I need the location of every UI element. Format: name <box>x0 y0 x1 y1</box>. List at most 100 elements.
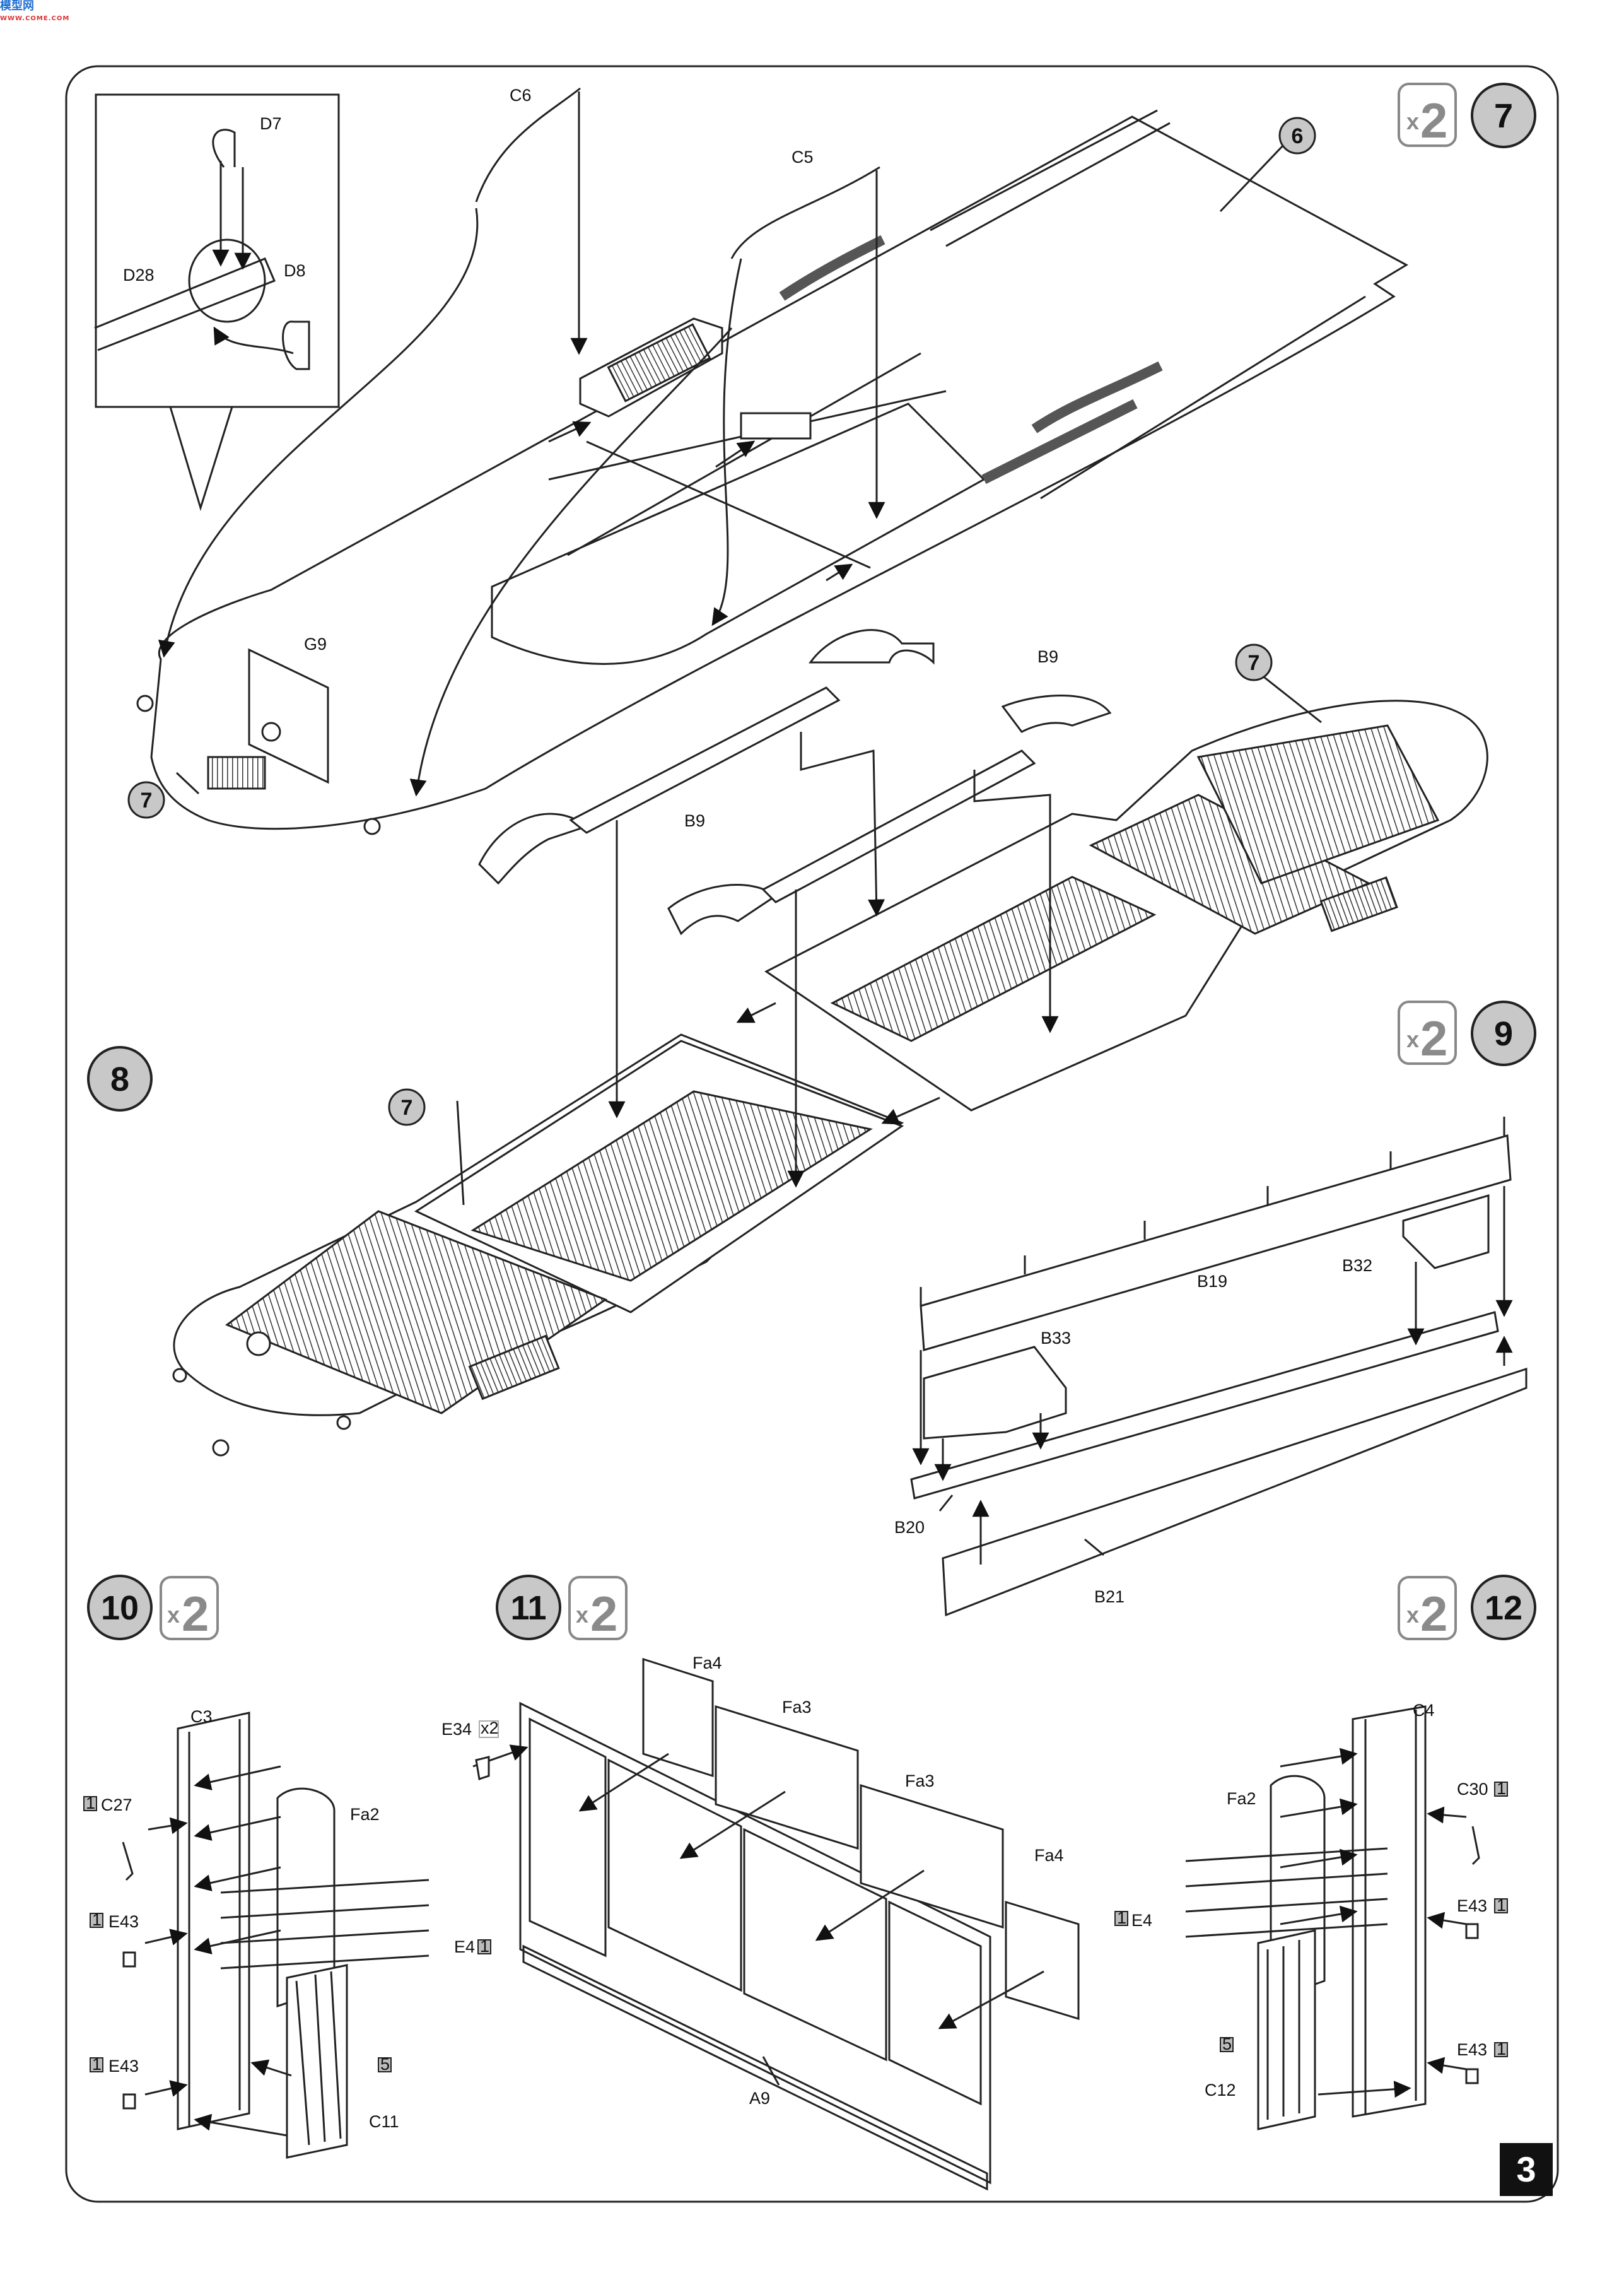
publisher-logo: 模型网 WWW.COME.COM <box>0 0 70 25</box>
sprue-num-E34: x2 <box>481 1718 499 1737</box>
step-7 <box>94 87 1409 835</box>
multiplier-x-10: x <box>167 1602 180 1628</box>
multiplier-value-12: 2 <box>1420 1586 1447 1642</box>
label-Fa3b: Fa3 <box>905 1771 935 1790</box>
sprue-num-E4b: 1 <box>1117 1908 1126 1927</box>
label-Fa2b: Fa2 <box>1227 1789 1256 1808</box>
sprue-num-5a: 5 <box>380 2055 390 2074</box>
multiplier-x-9: x <box>1406 1026 1419 1052</box>
multiplier-value-10: 2 <box>182 1586 209 1642</box>
detail-inset <box>95 93 340 408</box>
label-B33: B33 <box>1041 1329 1071 1348</box>
part-E43d <box>1465 2068 1479 2084</box>
crossbeam-assembly <box>491 402 986 665</box>
label-B32: B32 <box>1342 1256 1372 1275</box>
step-8-9 <box>172 629 1488 1457</box>
part-Fa4b <box>1005 1900 1080 2021</box>
step-circle-12 <box>1471 1575 1536 1640</box>
sprue-num-C27: 1 <box>86 1794 95 1812</box>
ref-circle-7c <box>388 1088 426 1126</box>
label-A9: A9 <box>749 2089 770 2108</box>
radiator-grille <box>207 756 266 790</box>
step-circle-8 <box>87 1046 153 1112</box>
label-E43a: E43 <box>108 1912 139 1931</box>
step-circle-11 <box>496 1575 561 1640</box>
deck-slats-lower-1 <box>470 1090 873 1282</box>
part-G9-board <box>248 648 329 784</box>
step-number-7: 7 <box>1494 97 1513 135</box>
ref-number-7c: 7 <box>401 1096 413 1120</box>
label-B20: B20 <box>894 1518 925 1537</box>
label-Fa2a: Fa2 <box>350 1805 380 1824</box>
sprue-num-E4a: 1 <box>480 1937 489 1956</box>
sprue-tag-E43c <box>1494 1898 1508 1913</box>
sprue-tag-E43b <box>90 2057 103 2072</box>
inset-shackle-D7 <box>212 129 236 168</box>
part-C11 <box>286 1964 348 2159</box>
label-C11: C11 <box>369 2112 399 2131</box>
ref-circle-7a <box>127 781 165 819</box>
window-1 <box>529 1717 607 1958</box>
multiplier-box-7 <box>1398 83 1457 147</box>
fender-B9a-rear <box>809 629 935 665</box>
part-Fa4a <box>642 1657 714 1778</box>
sprue-num-C30: 1 <box>1497 1779 1506 1798</box>
step-circle-9 <box>1471 1001 1536 1066</box>
step-10 <box>122 1712 429 2159</box>
sprue-tag-E43a <box>90 1913 103 1928</box>
label-D8: D8 <box>284 261 306 280</box>
ref-number-7a: 7 <box>141 789 153 813</box>
label-C12: C12 <box>1205 2081 1236 2100</box>
part-B33 <box>923 1346 1067 1440</box>
part-C27 <box>122 1841 134 1881</box>
part-E43a <box>122 1951 136 1968</box>
step-circle-10 <box>87 1575 153 1640</box>
part-C6 <box>475 87 581 203</box>
step-number-10: 10 <box>101 1589 139 1627</box>
part-B20 <box>910 1311 1499 1500</box>
sprue-tag-C30 <box>1494 1782 1508 1797</box>
part-E4b <box>1185 1847 1388 1938</box>
part-C5 <box>730 166 880 259</box>
part-E43c <box>1465 1923 1479 1939</box>
multiplier-box-11 <box>568 1576 628 1640</box>
ref-circle-6 <box>1278 117 1316 155</box>
inset-ring <box>188 238 266 323</box>
label-Fa4b: Fa4 <box>1034 1846 1064 1865</box>
part-B19 <box>920 1134 1512 1351</box>
step-number-8: 8 <box>110 1060 129 1098</box>
deck-slats-upper-1 <box>830 876 1157 1042</box>
label-C6: C6 <box>510 86 532 105</box>
multiplier-x-7: x <box>1406 109 1419 134</box>
part-E43b <box>122 2093 136 2110</box>
leaf-spring-2 <box>981 399 1138 485</box>
sprue-tag-E4a <box>477 1939 491 1954</box>
inset-shackle-D8 <box>282 320 310 370</box>
cargo-side-assembly <box>910 1117 1528 1617</box>
step-12 <box>1185 1705 1480 2130</box>
step-markers: x 2 7 8 x 2 9 10 x 2 11 x 2 x 2 12 <box>87 83 1536 1642</box>
multiplier-value-7: 2 <box>1420 93 1447 148</box>
sprue-num-E43c: 1 <box>1497 1896 1506 1915</box>
deck-slats-upper-3 <box>1196 724 1440 884</box>
bracket-B9a <box>569 686 841 834</box>
label-E43c: E43 <box>1457 1896 1487 1915</box>
multiplier-box-12 <box>1398 1576 1457 1640</box>
label-C4: C4 <box>1413 1701 1435 1720</box>
leaf-spring-1 <box>779 235 885 301</box>
sprue-num-E43a: 1 <box>92 1910 102 1929</box>
part-E34 <box>475 1756 490 1780</box>
part-C12 <box>1257 1929 1316 2130</box>
multiplier-value-9: 2 <box>1420 1011 1447 1066</box>
step-number-11: 11 <box>510 1589 546 1627</box>
label-E34: E34 <box>441 1720 472 1739</box>
part-E4a <box>220 1879 429 1970</box>
part-labels: C6 C5 D7 D8 D28 G9 B9 B9 B19 B32 B33 B20… <box>83 86 1508 2131</box>
sprue-num-5b: 5 <box>1222 2035 1232 2053</box>
reference-markers: 6 7 7 7 <box>127 117 1316 1126</box>
sprue-num-E43b: 1 <box>92 2055 102 2074</box>
logo-subtext: WWW.COME.COM <box>0 15 70 22</box>
step-number-12: 12 <box>1485 1589 1522 1627</box>
label-E43b: E43 <box>108 2057 139 2076</box>
part-C4 <box>1352 1705 1427 2118</box>
